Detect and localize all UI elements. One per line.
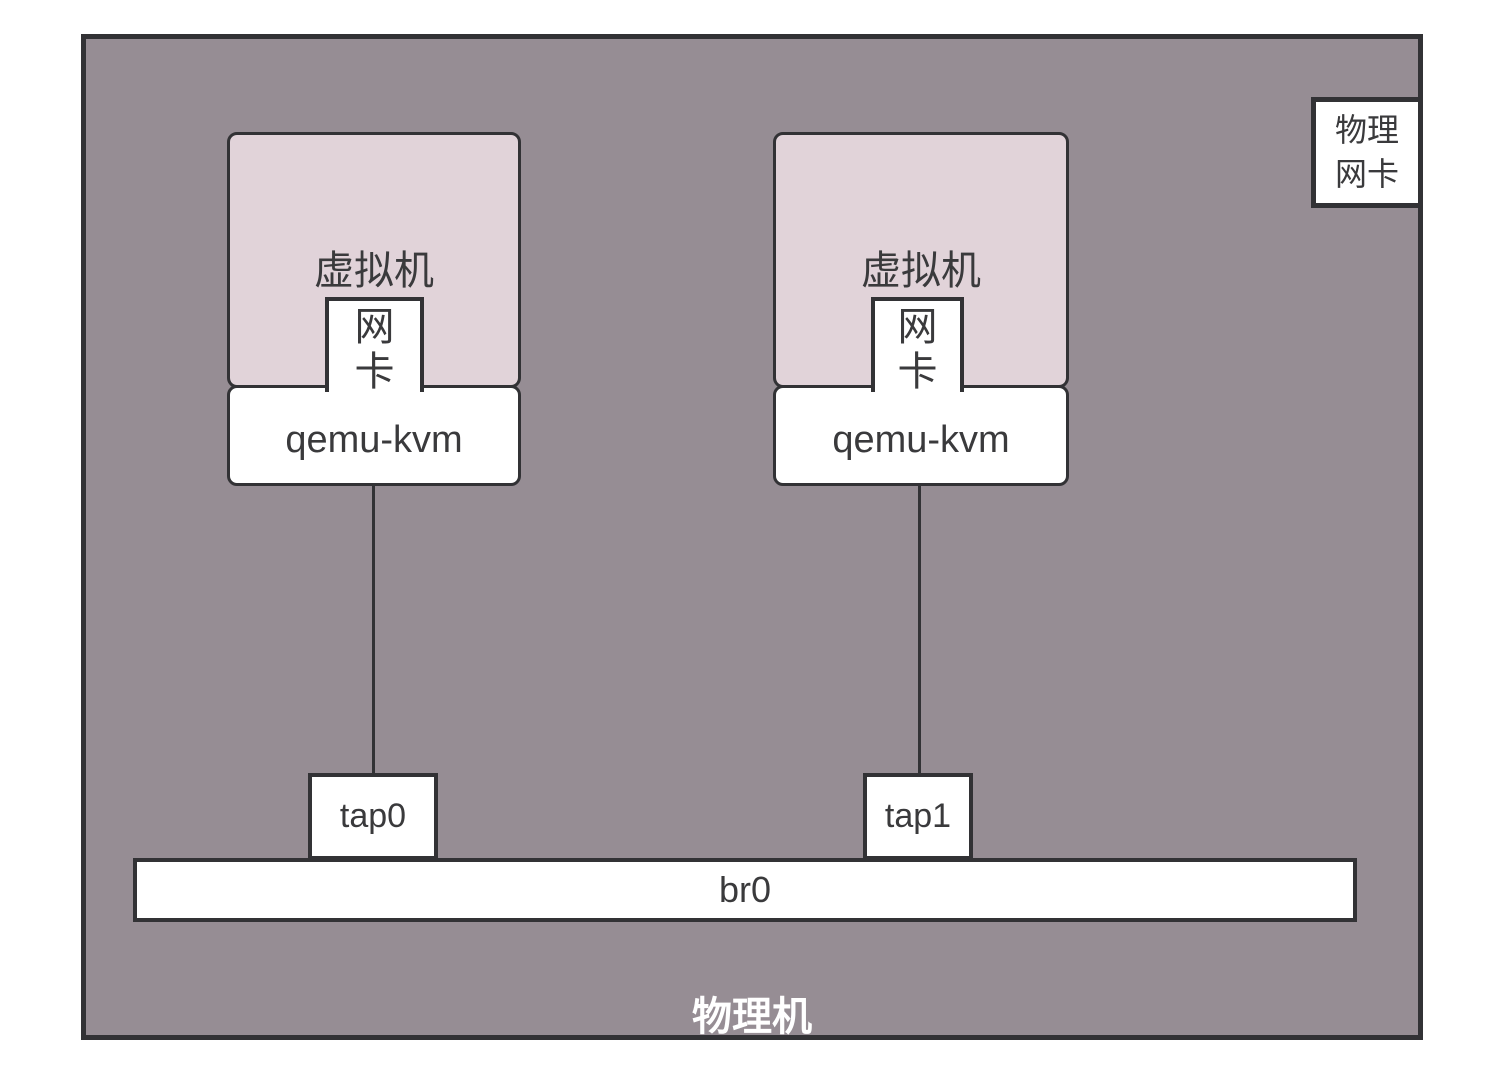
vm-nic-label-line-2: 卡 — [354, 349, 395, 394]
connector-qemu1-to-tap0 — [372, 484, 375, 775]
vm-nic-box-1: 网 卡 — [325, 297, 424, 394]
connector-qemu2-to-tap1 — [918, 484, 921, 775]
qemu-kvm-label-1: qemu-kvm — [285, 419, 463, 461]
vm-nic-label-line-2: 卡 — [897, 349, 938, 394]
bridge-br0-label: br0 — [718, 869, 772, 910]
qemu-kvm-box-2: qemu-kvm — [773, 385, 1069, 486]
physical-nic-label-line-1: 物理 — [1334, 112, 1399, 149]
physical-nic-label-line-2: 网卡 — [1334, 155, 1399, 192]
tap1-label: tap1 — [884, 797, 952, 835]
tap0-box: tap0 — [308, 773, 438, 860]
vm-nic-label-line-1: 网 — [897, 305, 938, 349]
tap1-box: tap1 — [863, 773, 973, 860]
vm-nic-box-2: 网 卡 — [871, 297, 964, 394]
vm-label-2: 虚拟机 — [861, 249, 981, 293]
tap0-label: tap0 — [339, 797, 407, 835]
vm-label-1: 虚拟机 — [314, 249, 434, 293]
vm-nic-label-line-1: 网 — [354, 305, 395, 349]
qemu-kvm-label-2: qemu-kvm — [832, 419, 1010, 461]
physical-machine-label: 物理机 — [692, 995, 812, 1039]
bridge-br0-bar: br0 — [133, 858, 1357, 922]
qemu-kvm-box-1: qemu-kvm — [227, 385, 521, 486]
physical-nic-box: 物理 网卡 — [1311, 97, 1423, 208]
